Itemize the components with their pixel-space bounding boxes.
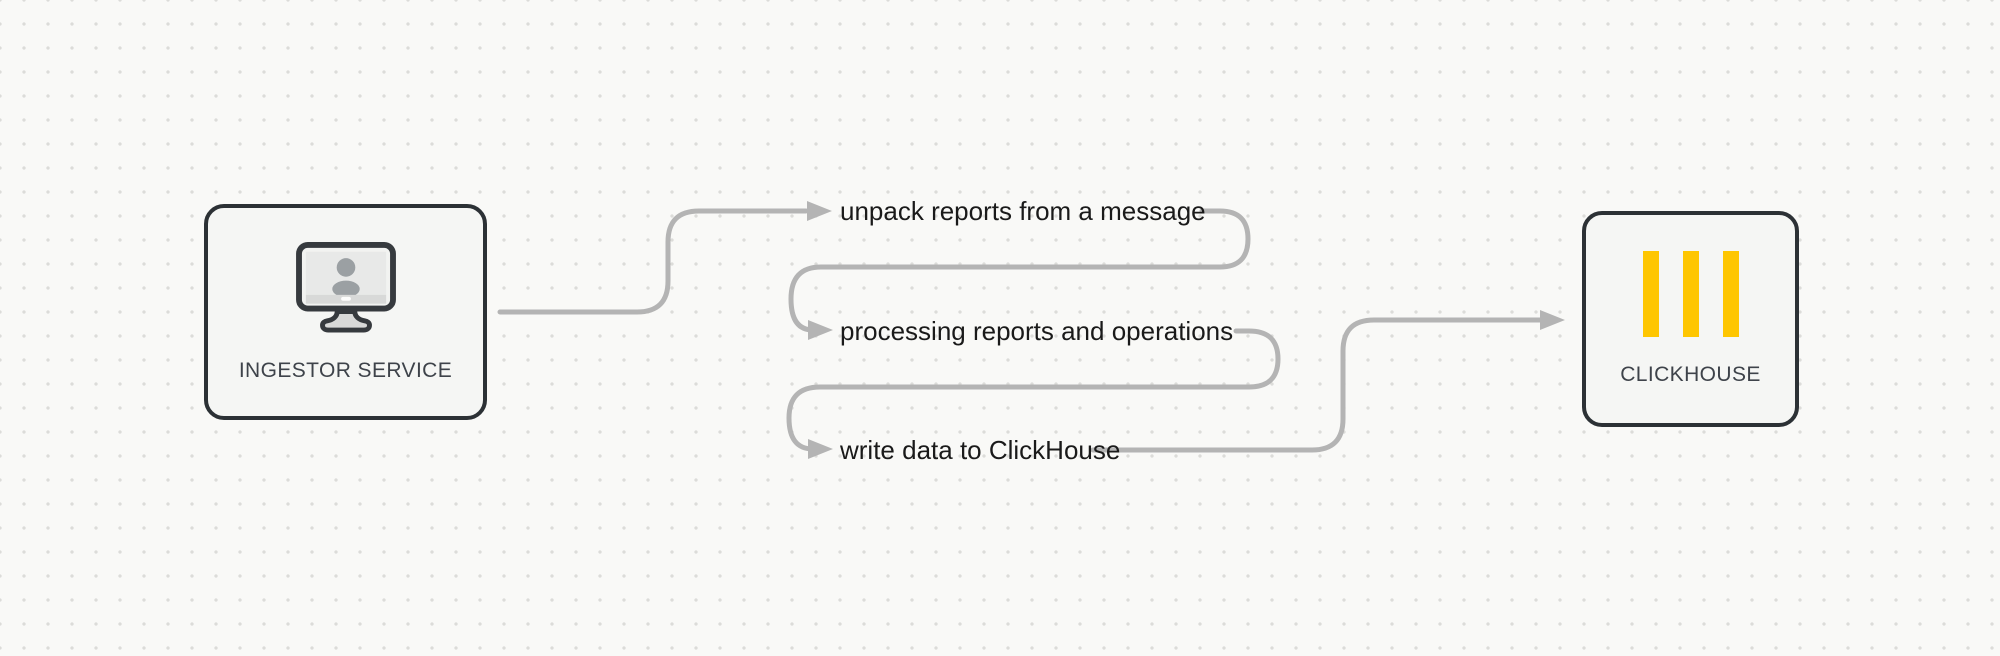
arrowhead-icon bbox=[808, 320, 833, 340]
step-label-processing-reports[interactable]: processing reports and operations bbox=[840, 316, 1234, 346]
connector-step1-to-step2[interactable] bbox=[788, 208, 1251, 340]
connector-line bbox=[786, 328, 1281, 452]
connector-line bbox=[497, 208, 809, 315]
clickhouse-bar bbox=[1642, 251, 1659, 337]
user-monitor-icon bbox=[295, 241, 396, 333]
node-ingestor-service[interactable]: INGESTOR SERVICE bbox=[204, 204, 487, 420]
clickhouse-bar bbox=[1722, 251, 1739, 337]
step-label-write-data[interactable]: write data to ClickHouse bbox=[840, 435, 1121, 465]
node-label-ingestor: INGESTOR SERVICE bbox=[238, 359, 453, 382]
connector-step3-to-clickhouse[interactable] bbox=[1090, 310, 1565, 453]
connector-line bbox=[788, 208, 1251, 333]
arrowhead-icon bbox=[1540, 310, 1565, 330]
arrowhead-icon bbox=[808, 439, 833, 459]
clickhouse-logo-icon bbox=[1642, 251, 1739, 337]
connector-step2-to-step3[interactable] bbox=[786, 328, 1281, 459]
node-clickhouse[interactable]: CLICKHOUSE bbox=[1582, 211, 1799, 427]
clickhouse-bar bbox=[1682, 251, 1699, 337]
connector-ingestor-to-step1[interactable] bbox=[497, 201, 832, 315]
connector-line bbox=[1090, 317, 1543, 453]
node-label-clickhouse: CLICKHOUSE bbox=[1620, 363, 1761, 386]
step-label-unpack-reports[interactable]: unpack reports from a message bbox=[840, 196, 1206, 226]
arrowhead-icon bbox=[807, 201, 832, 221]
